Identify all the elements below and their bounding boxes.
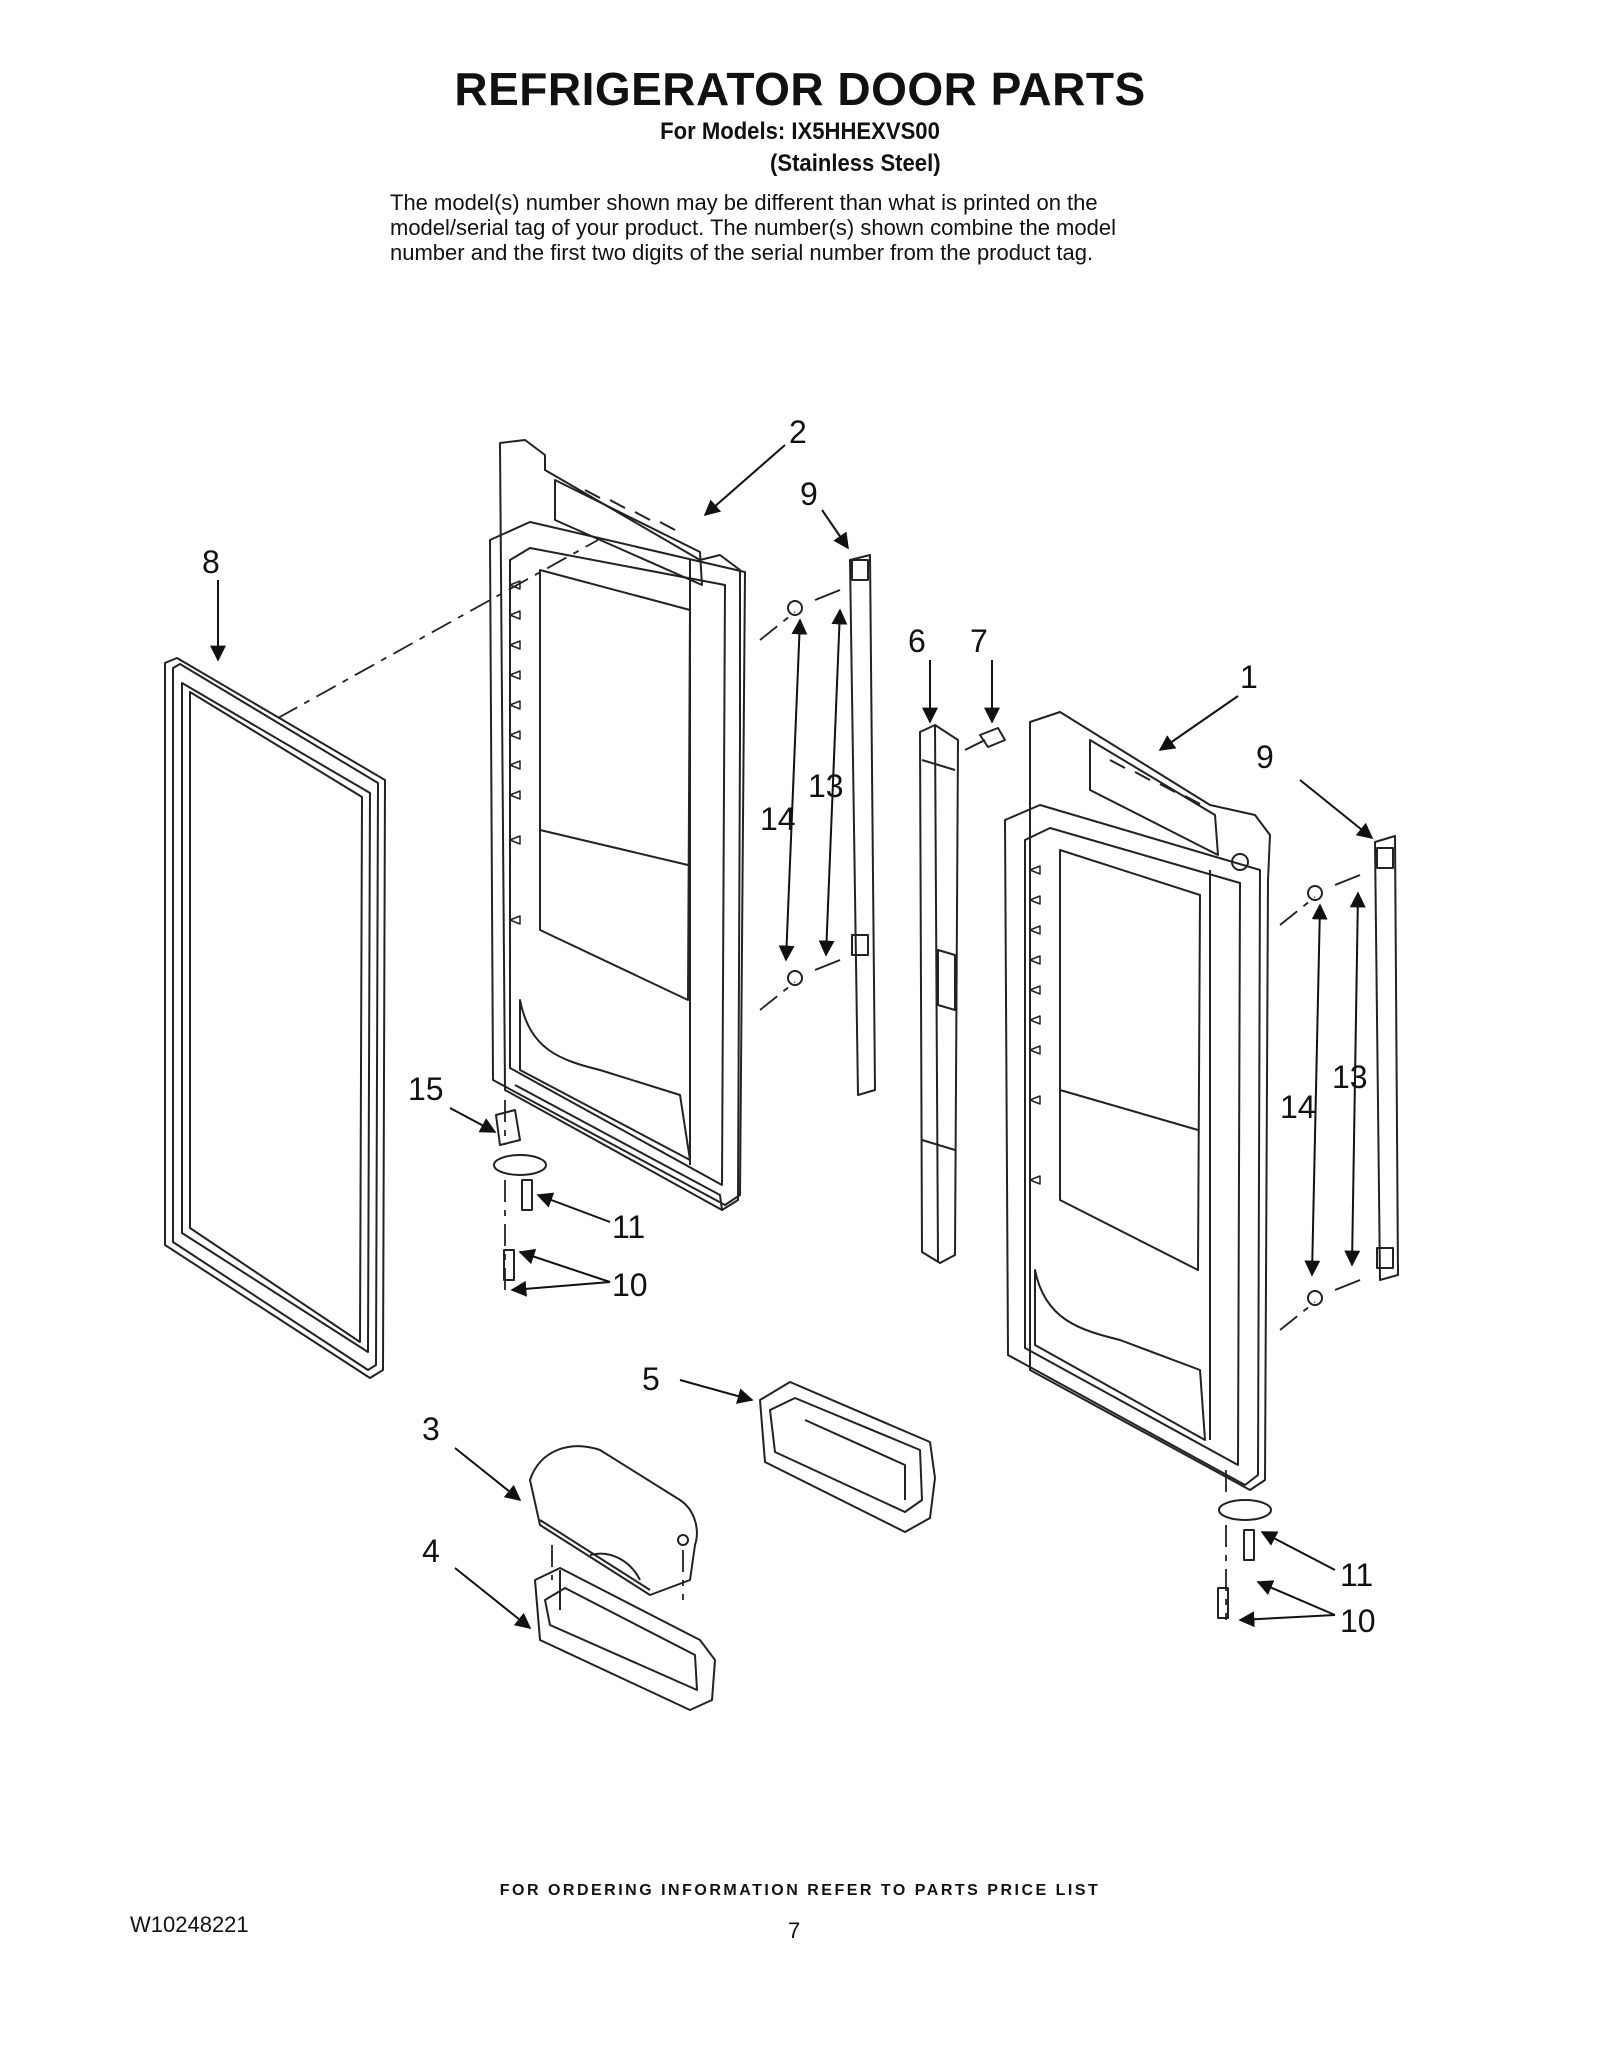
callout-10: 10 [612,1267,648,1303]
right-door-bins-marks [1029,865,1041,1185]
right-door-handle-part [1374,835,1399,1281]
dairy-door-part [529,1445,698,1596]
callout-4: 4 [422,1533,440,1569]
door-gasket-part [164,657,386,1379]
door-bin-part [759,1381,936,1533]
left-door-liner-part [489,439,746,1211]
callout-arrows [210,444,1374,1629]
right-lower-hinge-hardware [1217,1499,1272,1619]
mullion-screw-part [964,727,1006,751]
left-door-handle-part [849,554,876,1096]
callout-6: 6 [908,623,926,659]
page-title: REFRIGERATOR DOOR PARTS [454,63,1146,115]
right-door-liner-part [1004,711,1271,1491]
model-number: For Models: IX5HHEXVS00 [660,118,940,145]
callout-10: 10 [1340,1603,1376,1639]
callout-labels: 2 9 8 6 7 1 9 13 14 13 14 15 11 10 5 3 4… [202,414,1376,1639]
callout-9: 9 [800,476,818,512]
note-line: number and the first two digits of the s… [390,240,1094,265]
dairy-bin-part [534,1567,716,1711]
callout-14: 14 [1280,1089,1316,1125]
finish-label: (Stainless Steel) [770,150,941,177]
ordering-info: FOR ORDERING INFORMATION REFER TO PARTS … [499,1882,1101,1899]
document-number: W10248221 [130,1912,249,1937]
callout-11: 11 [1340,1557,1373,1593]
callout-14: 14 [760,801,796,837]
callout-11: 11 [612,1209,645,1245]
handle-studs-part [787,589,1361,1306]
callout-8: 8 [202,544,220,580]
note-line: The model(s) number shown may be differe… [390,190,1098,215]
callout-3: 3 [422,1411,440,1447]
page-number: 7 [788,1918,801,1943]
assembly-lines [277,539,1316,1620]
center-mullion-part [919,724,959,1264]
note-line: model/serial tag of your product. The nu… [390,215,1116,240]
callout-13: 13 [1332,1059,1368,1095]
callout-13: 13 [808,768,844,804]
left-door-bins-marks [509,580,521,925]
callout-5: 5 [642,1361,660,1397]
callout-7: 7 [970,623,988,659]
left-lower-hinge-hardware [493,1109,547,1281]
callout-9: 9 [1256,739,1274,775]
callout-2: 2 [789,414,807,450]
callout-1: 1 [1240,659,1258,695]
callout-15: 15 [408,1071,444,1107]
model-note: The model(s) number shown may be differe… [390,190,1250,265]
